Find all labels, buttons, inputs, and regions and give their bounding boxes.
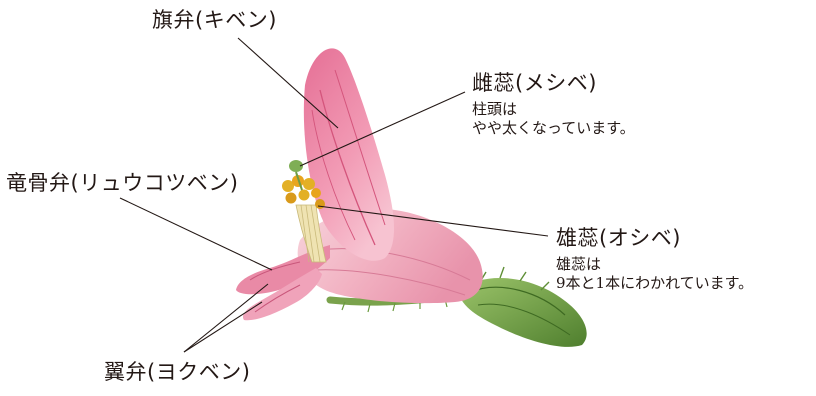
leader-stamen (317, 205, 549, 237)
label-keel-petal: 竜骨弁(リュウコツベン) (6, 171, 239, 195)
leader-lines (119, 37, 549, 353)
leader-keel (119, 197, 273, 271)
pistil-note-line-2: やや太くなっています。 (472, 119, 635, 137)
keel-wing-petals (236, 245, 330, 321)
leader-wing-1 (183, 283, 269, 353)
label-wing-petal: 翼弁(ヨクベン) (104, 360, 251, 384)
stamen-note-line-2: 9本と1本にわかれています。 (556, 274, 754, 292)
label-stamen: 雄蕊(オシベ) (556, 226, 681, 250)
stamen-note-line-1: 雄蕊は (556, 255, 602, 273)
leader-pistil (299, 91, 466, 167)
label-pistil: 雌蕊(メシベ) (472, 71, 597, 95)
leader-wing-2 (183, 301, 263, 353)
label-standard-petal: 旗弁(キベン) (152, 8, 277, 32)
stamen-cluster (282, 160, 327, 263)
pistil-note-line-1: 柱頭は (472, 100, 518, 118)
leader-standard (237, 37, 339, 129)
